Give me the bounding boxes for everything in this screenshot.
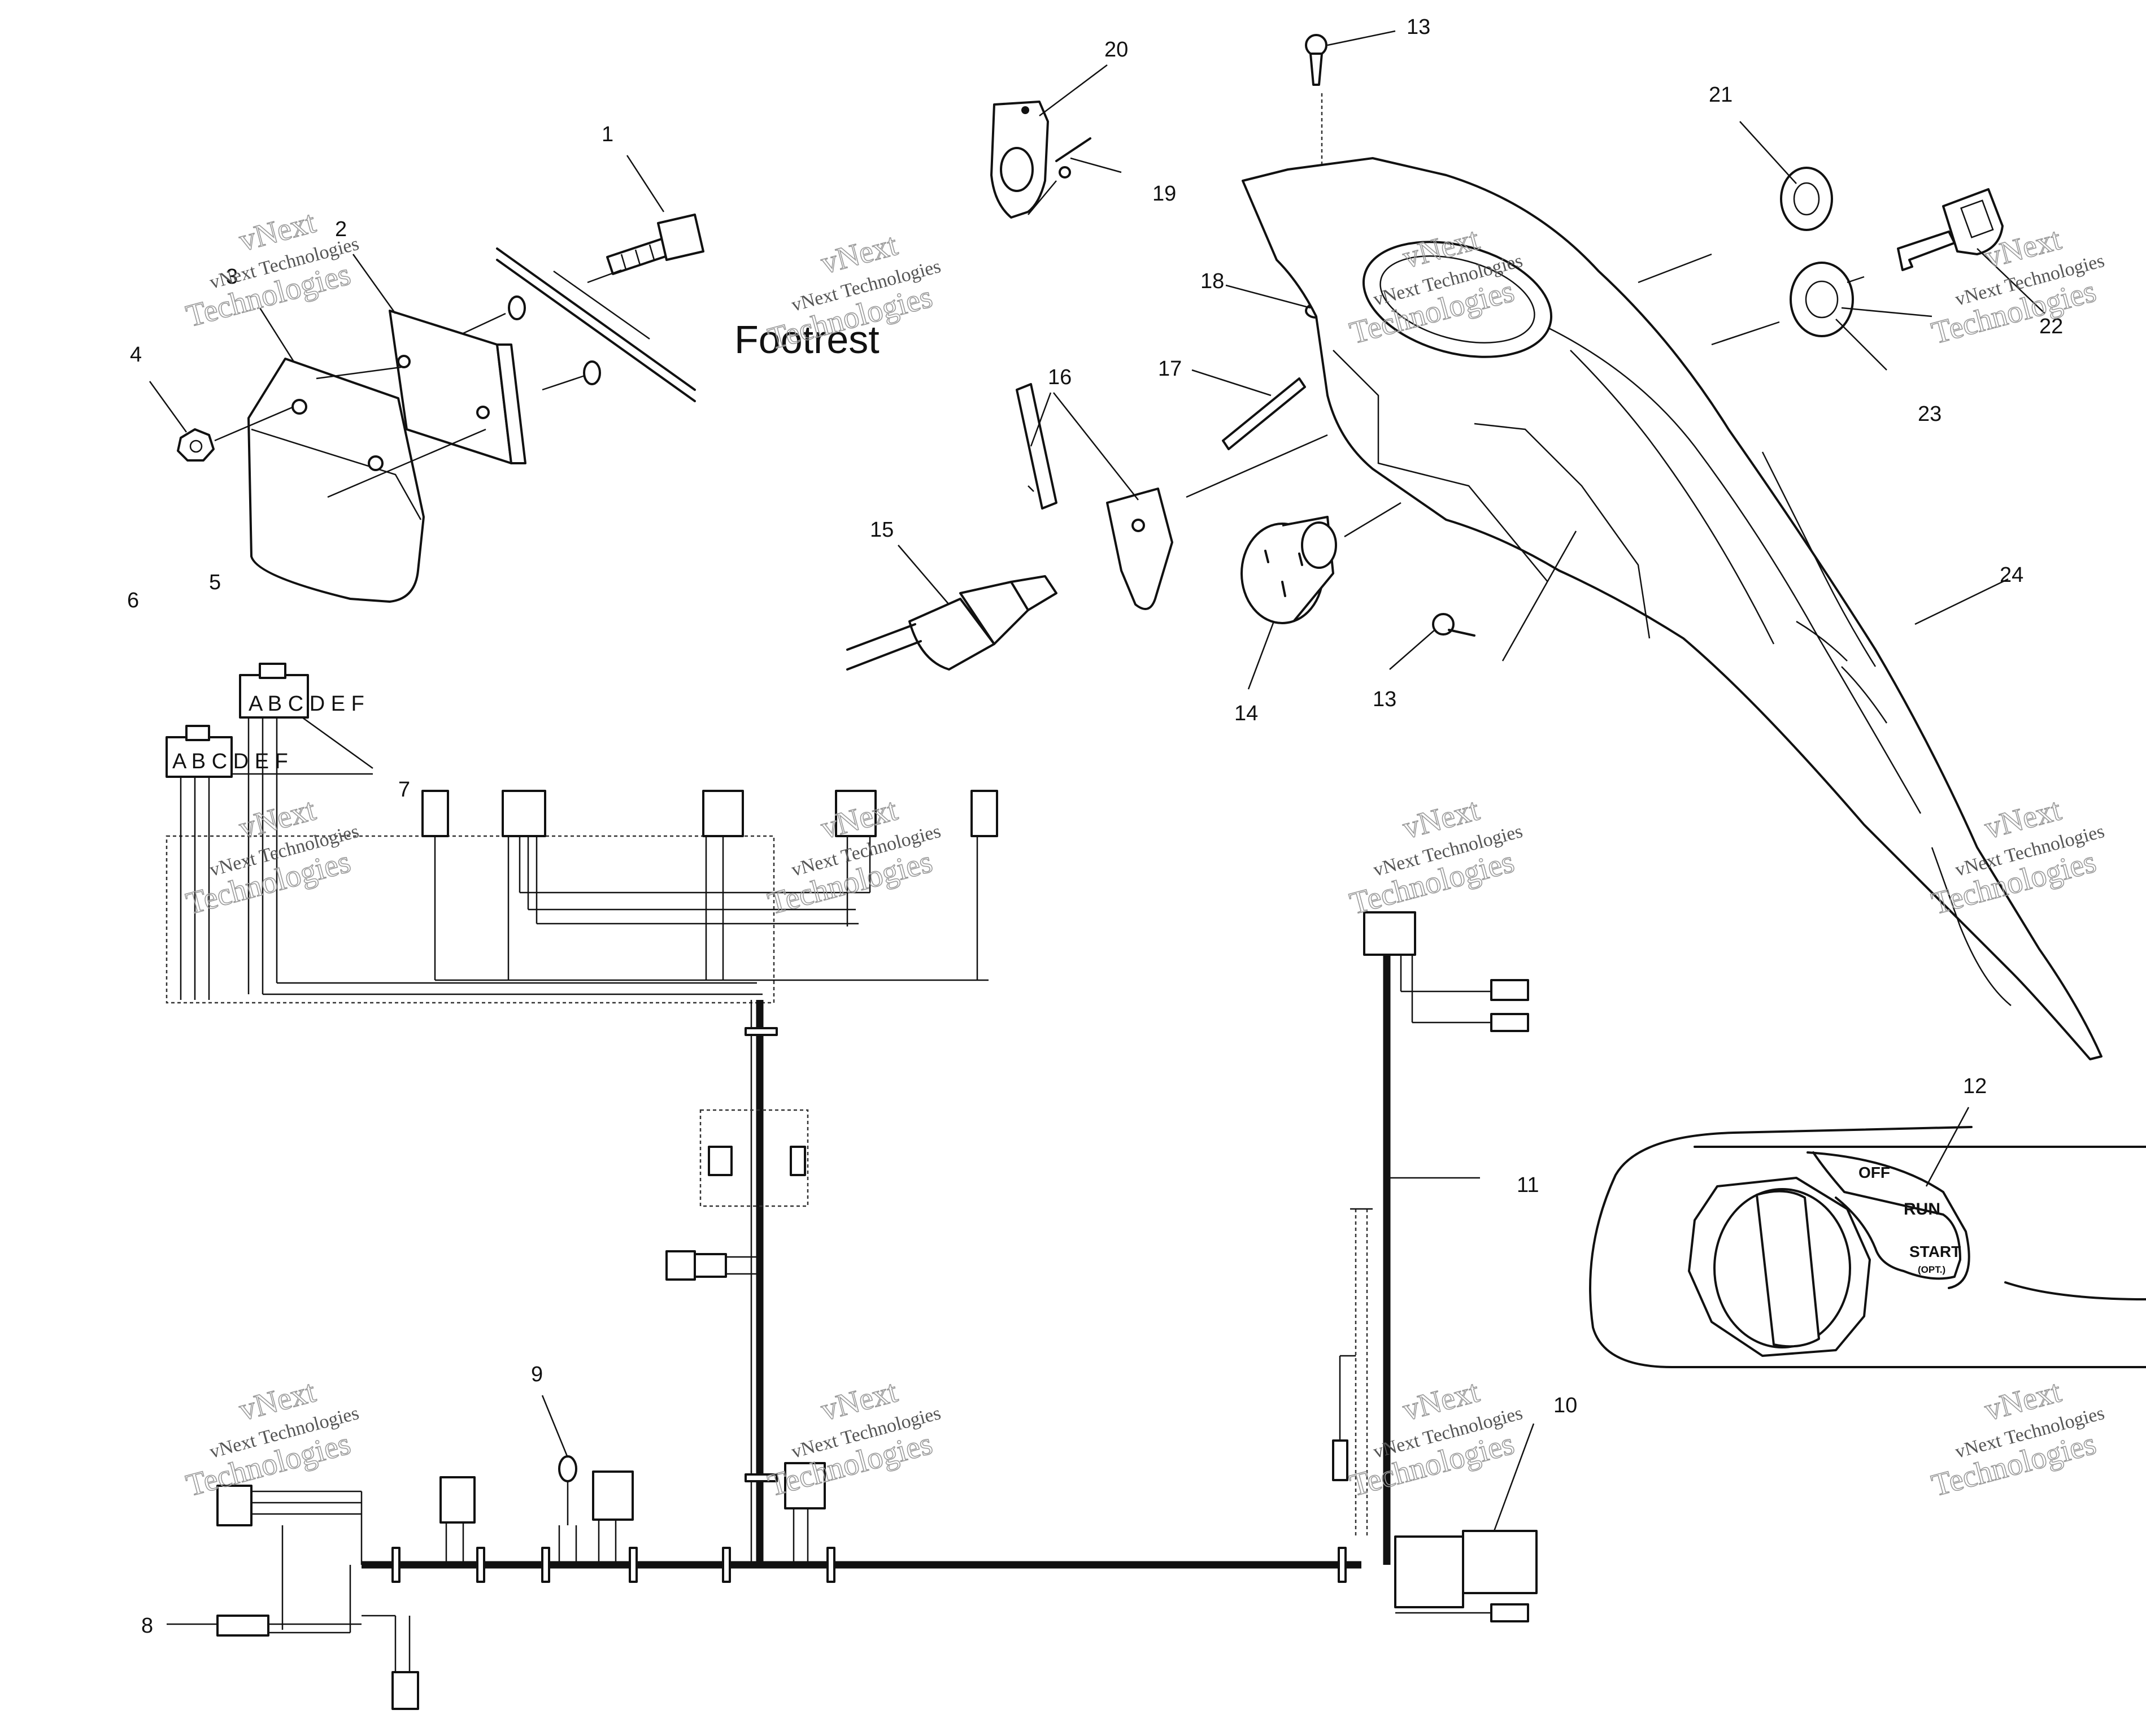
callout-6: 6 <box>127 589 139 612</box>
callout-5: 5 <box>209 571 221 594</box>
footrest-assembly <box>177 214 704 603</box>
watermark: vNext vNext Technologies Technologies <box>1346 791 1525 922</box>
ignition-knob <box>1688 1177 1871 1357</box>
watermark: vNext vNext Technologies Technologies <box>764 1373 943 1504</box>
nut-part <box>177 428 215 462</box>
callout-19: 19 <box>1152 182 1176 206</box>
switch-run-label: RUN <box>1904 1200 1940 1219</box>
footrest-pad-part <box>389 310 526 464</box>
screw-part <box>1432 613 1475 637</box>
connector-8 <box>216 1485 363 1637</box>
switch-off-label: OFF <box>1858 1164 1890 1181</box>
bracket-part <box>990 101 1057 219</box>
svg-text:A B C D E F: A B C D E F <box>249 692 364 716</box>
callout-numbers: 1 2 3 4 5 6 7 8 9 10 11 12 13 13 14 15 1… <box>127 15 2063 1638</box>
callout-10: 10 <box>1553 1394 1577 1417</box>
callout-14: 14 <box>1234 702 1258 725</box>
callout-17: 17 <box>1158 357 1182 381</box>
connector-plug <box>970 790 998 837</box>
callout-13-top: 13 <box>1407 15 1430 39</box>
connector-5: A B C D E F <box>239 663 364 719</box>
watermark: vNext vNext Technologies Technologies <box>182 1373 361 1504</box>
nut-ring-part <box>1790 262 1854 337</box>
watermark: vNext vNext Technologies Technologies <box>182 204 361 334</box>
connector-10 <box>1394 1530 1538 1622</box>
ignition-switch-part <box>1240 516 1337 624</box>
svg-text:A B C D E F: A B C D E F <box>172 750 288 773</box>
key-part <box>1897 188 2004 271</box>
watermark: vNext vNext Technologies Technologies <box>1346 1373 1525 1504</box>
callout-15: 15 <box>870 518 894 542</box>
watermark: vNext vNext Technologies Technologies <box>182 791 361 922</box>
console-assembly <box>846 34 2103 1060</box>
callout-13-bottom: 13 <box>1373 688 1396 711</box>
bolt-part <box>606 214 704 275</box>
callout-9: 9 <box>531 1363 543 1386</box>
connector-plug <box>702 790 744 837</box>
callout-18: 18 <box>1200 269 1224 293</box>
connector-6: A B C D E F <box>166 725 288 778</box>
callout-11: 11 <box>1517 1173 1539 1197</box>
ring-terminal-9 <box>558 1455 577 1565</box>
callout-24: 24 <box>2000 563 2023 587</box>
callout-16: 16 <box>1048 366 1072 389</box>
footrest-label: Footrest <box>734 317 880 362</box>
ignition-panel-detail: OFF RUN START (OPT.) <box>1589 1107 2146 1368</box>
connector-plug <box>421 790 449 837</box>
callout-8: 8 <box>141 1614 153 1638</box>
pushbutton-switch-part <box>846 575 1057 671</box>
callout-20: 20 <box>1104 38 1128 62</box>
callout-21: 21 <box>1709 83 1733 107</box>
callout-2: 2 <box>335 217 347 241</box>
connector-plug <box>502 790 546 837</box>
watermark: vNext vNext Technologies Technologies <box>764 791 943 922</box>
wiring-harness: A B C D E F A B C D E F <box>166 663 1538 1710</box>
callout-leaders <box>149 30 2045 1625</box>
callout-3: 3 <box>226 265 238 289</box>
switch-start-note: (OPT.) <box>1918 1264 1945 1275</box>
callout-4: 4 <box>130 343 142 367</box>
switch-start-label: START <box>1909 1243 1961 1260</box>
callout-1: 1 <box>602 123 613 146</box>
watermark: vNext vNext Technologies Technologies <box>1927 1373 2106 1504</box>
bezel-ring-part <box>1780 167 1833 231</box>
watermark: vNext vNext Technologies Technologies <box>764 227 943 357</box>
screw-part <box>1305 34 1327 86</box>
callout-23: 23 <box>1918 402 1942 426</box>
callout-22: 22 <box>2039 315 2063 338</box>
callout-7: 7 <box>398 778 410 802</box>
callout-12: 12 <box>1963 1074 1987 1098</box>
connector-plug <box>835 790 877 837</box>
footrest-plate-part <box>247 358 425 603</box>
